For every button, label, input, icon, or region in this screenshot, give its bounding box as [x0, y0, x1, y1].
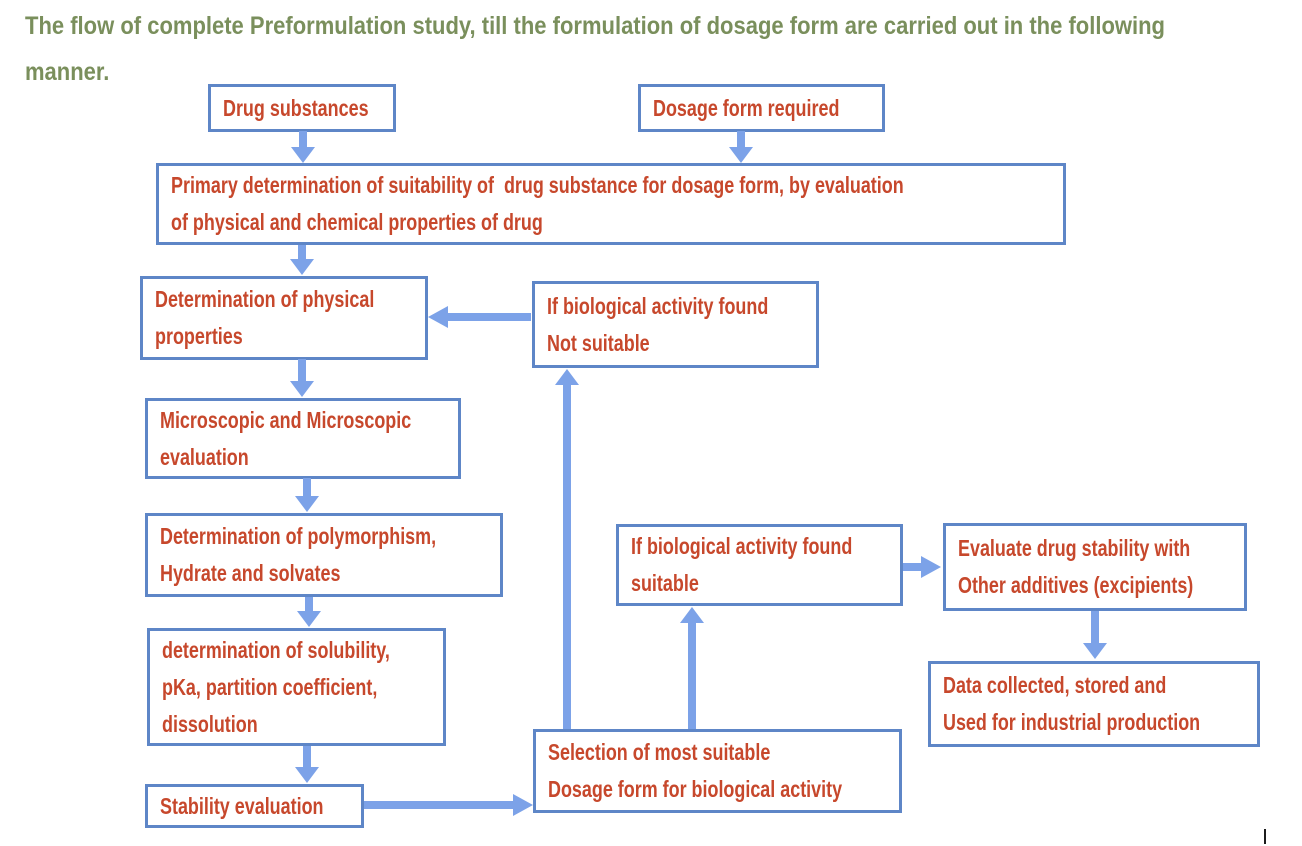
arrow-shaft — [303, 746, 311, 768]
diagram-title-line-1: The flow of complete Preformulation stud… — [25, 12, 1165, 40]
node-label: Hydrate and solvates — [160, 560, 341, 586]
node-label: determination of solubility, — [162, 636, 390, 663]
arrow-shaft — [1091, 611, 1099, 644]
node-label: Used for industrial production — [943, 709, 1201, 735]
arrow-shaft — [299, 131, 307, 148]
node-label: Microscopic and Microscopic — [160, 406, 412, 433]
node-label: Determination of physical — [155, 286, 375, 312]
node-drug-substances: Drug substances — [208, 84, 396, 132]
arrow-head-down-icon — [297, 611, 321, 627]
node-label: Data collected, stored and — [943, 672, 1167, 698]
node-label: Drug substances — [223, 94, 369, 121]
arrow-head-down-icon — [290, 259, 314, 275]
node-selection-dosage-form: Selection of most suitable Dosage form f… — [533, 729, 902, 813]
node-primary-determination: Primary determination of suitability of … — [156, 163, 1066, 245]
node-label: evaluation — [160, 443, 249, 470]
arrow-shaft — [563, 384, 571, 729]
node-label: pKa, partition coefficient, — [162, 673, 378, 700]
node-label: Dosage form for biological activity — [548, 776, 843, 802]
node-suitable: If biological activity found suitable — [616, 524, 903, 606]
node-not-suitable: If biological activity found Not suitabl… — [532, 281, 819, 368]
arrow-shaft — [447, 313, 531, 321]
node-data-collected: Data collected, stored and Used for indu… — [928, 661, 1260, 747]
node-label: dissolution — [162, 710, 258, 737]
arrow-head-down-icon — [290, 381, 314, 397]
node-label: Not suitable — [547, 329, 650, 356]
node-microscopic-evaluation: Microscopic and Microscopic evaluation — [145, 398, 461, 479]
node-dosage-form-required: Dosage form required — [638, 84, 885, 132]
arrow-head-left-icon — [428, 306, 448, 328]
arrow-shaft — [688, 622, 696, 729]
arrow-head-down-icon — [729, 147, 753, 163]
node-evaluate-drug-stability: Evaluate drug stability with Other addit… — [943, 523, 1247, 611]
node-label: Evaluate drug stability with — [958, 535, 1191, 561]
node-physical-properties: Determination of physical properties — [140, 276, 428, 360]
node-label: Dosage form required — [653, 94, 840, 121]
arrow-head-up-icon — [555, 369, 579, 385]
arrow-head-down-icon — [1083, 643, 1107, 659]
arrow-shaft — [364, 801, 514, 809]
arrow-head-right-icon — [513, 794, 533, 816]
node-label: of physical and chemical properties of d… — [171, 209, 543, 235]
arrow-head-up-icon — [680, 607, 704, 623]
node-label: Selection of most suitable — [548, 739, 771, 765]
node-label: suitable — [631, 570, 699, 596]
node-label: If biological activity found — [631, 533, 853, 559]
node-stability-evaluation: Stability evaluation — [145, 784, 364, 828]
arrow-shaft — [303, 478, 311, 497]
node-label: If biological activity found — [547, 292, 769, 319]
node-polymorphism: Determination of polymorphism, Hydrate a… — [145, 513, 503, 597]
node-label: Primary determination of suitability of … — [171, 172, 904, 198]
arrow-shaft — [903, 563, 922, 571]
node-label: properties — [155, 323, 243, 349]
arrow-shaft — [305, 597, 313, 612]
node-solubility: determination of solubility, pKa, partit… — [147, 628, 446, 746]
arrow-head-down-icon — [291, 147, 315, 163]
arrow-head-down-icon — [295, 767, 319, 783]
arrow-head-right-icon — [921, 556, 941, 578]
diagram-title-line-2: manner. — [25, 58, 110, 86]
arrow-shaft — [298, 245, 306, 261]
text-cursor — [1264, 829, 1266, 844]
node-label: Stability evaluation — [160, 792, 324, 819]
node-label: Other additives (excipients) — [958, 572, 1194, 598]
arrow-shaft — [737, 131, 745, 148]
node-label: Determination of polymorphism, — [160, 523, 437, 549]
arrow-shaft — [298, 359, 306, 382]
arrow-head-down-icon — [295, 496, 319, 512]
